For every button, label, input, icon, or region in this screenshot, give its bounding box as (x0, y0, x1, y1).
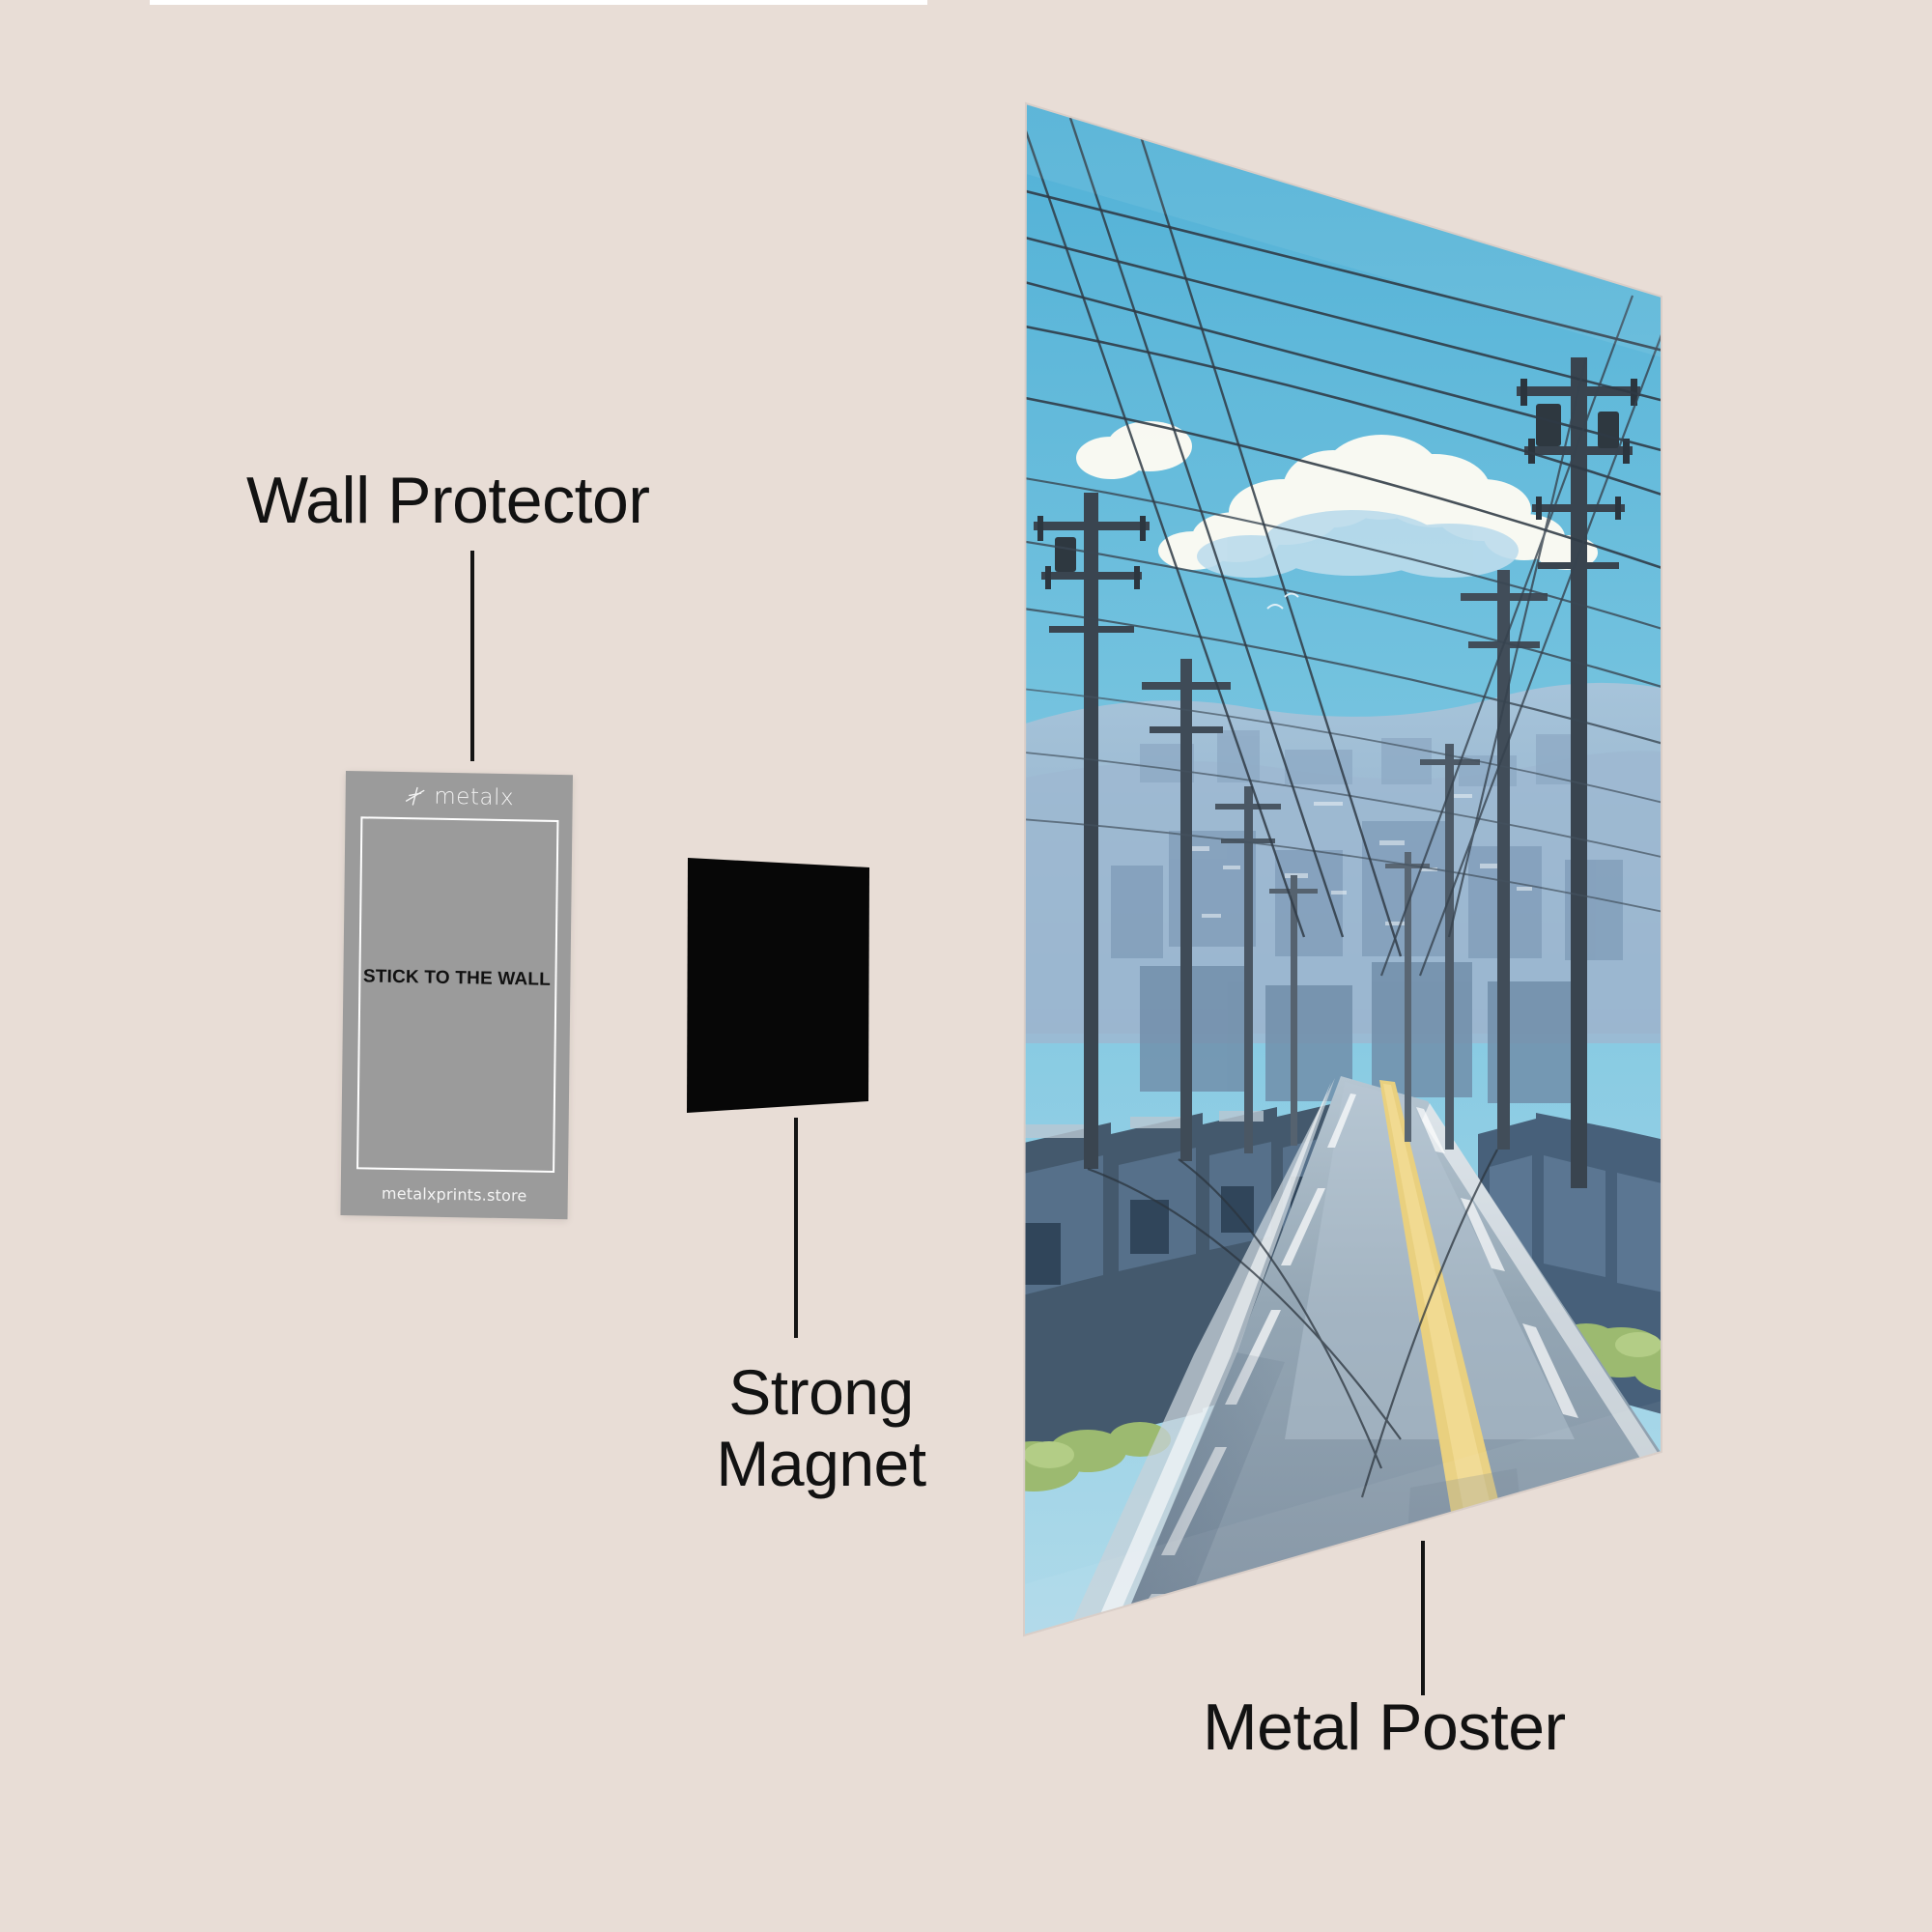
brand-logo: metalx (346, 782, 573, 811)
metal-poster-artwork (1022, 101, 1662, 1637)
metalx-cross-mark-icon (405, 786, 425, 806)
card-url: metalxprints.store (381, 1183, 527, 1206)
wall-protector-card: metalx STICK TO THE WALL metalxprints.st… (340, 771, 573, 1220)
leader-line-metal-poster (1421, 1541, 1425, 1695)
leader-line-wall-protector (470, 551, 474, 761)
card-inner-border (356, 816, 559, 1173)
label-wall-protector: Wall Protector (246, 464, 650, 537)
brand-logo-text: metalx (434, 783, 515, 811)
strong-magnet-square (687, 858, 869, 1113)
leader-line-strong-magnet (794, 1118, 798, 1338)
card-headline: STICK TO THE WALL (362, 966, 552, 990)
label-strong-magnet: Strong Magnet (716, 1356, 926, 1499)
top-white-strip (150, 0, 927, 5)
label-metal-poster: Metal Poster (1203, 1690, 1566, 1764)
